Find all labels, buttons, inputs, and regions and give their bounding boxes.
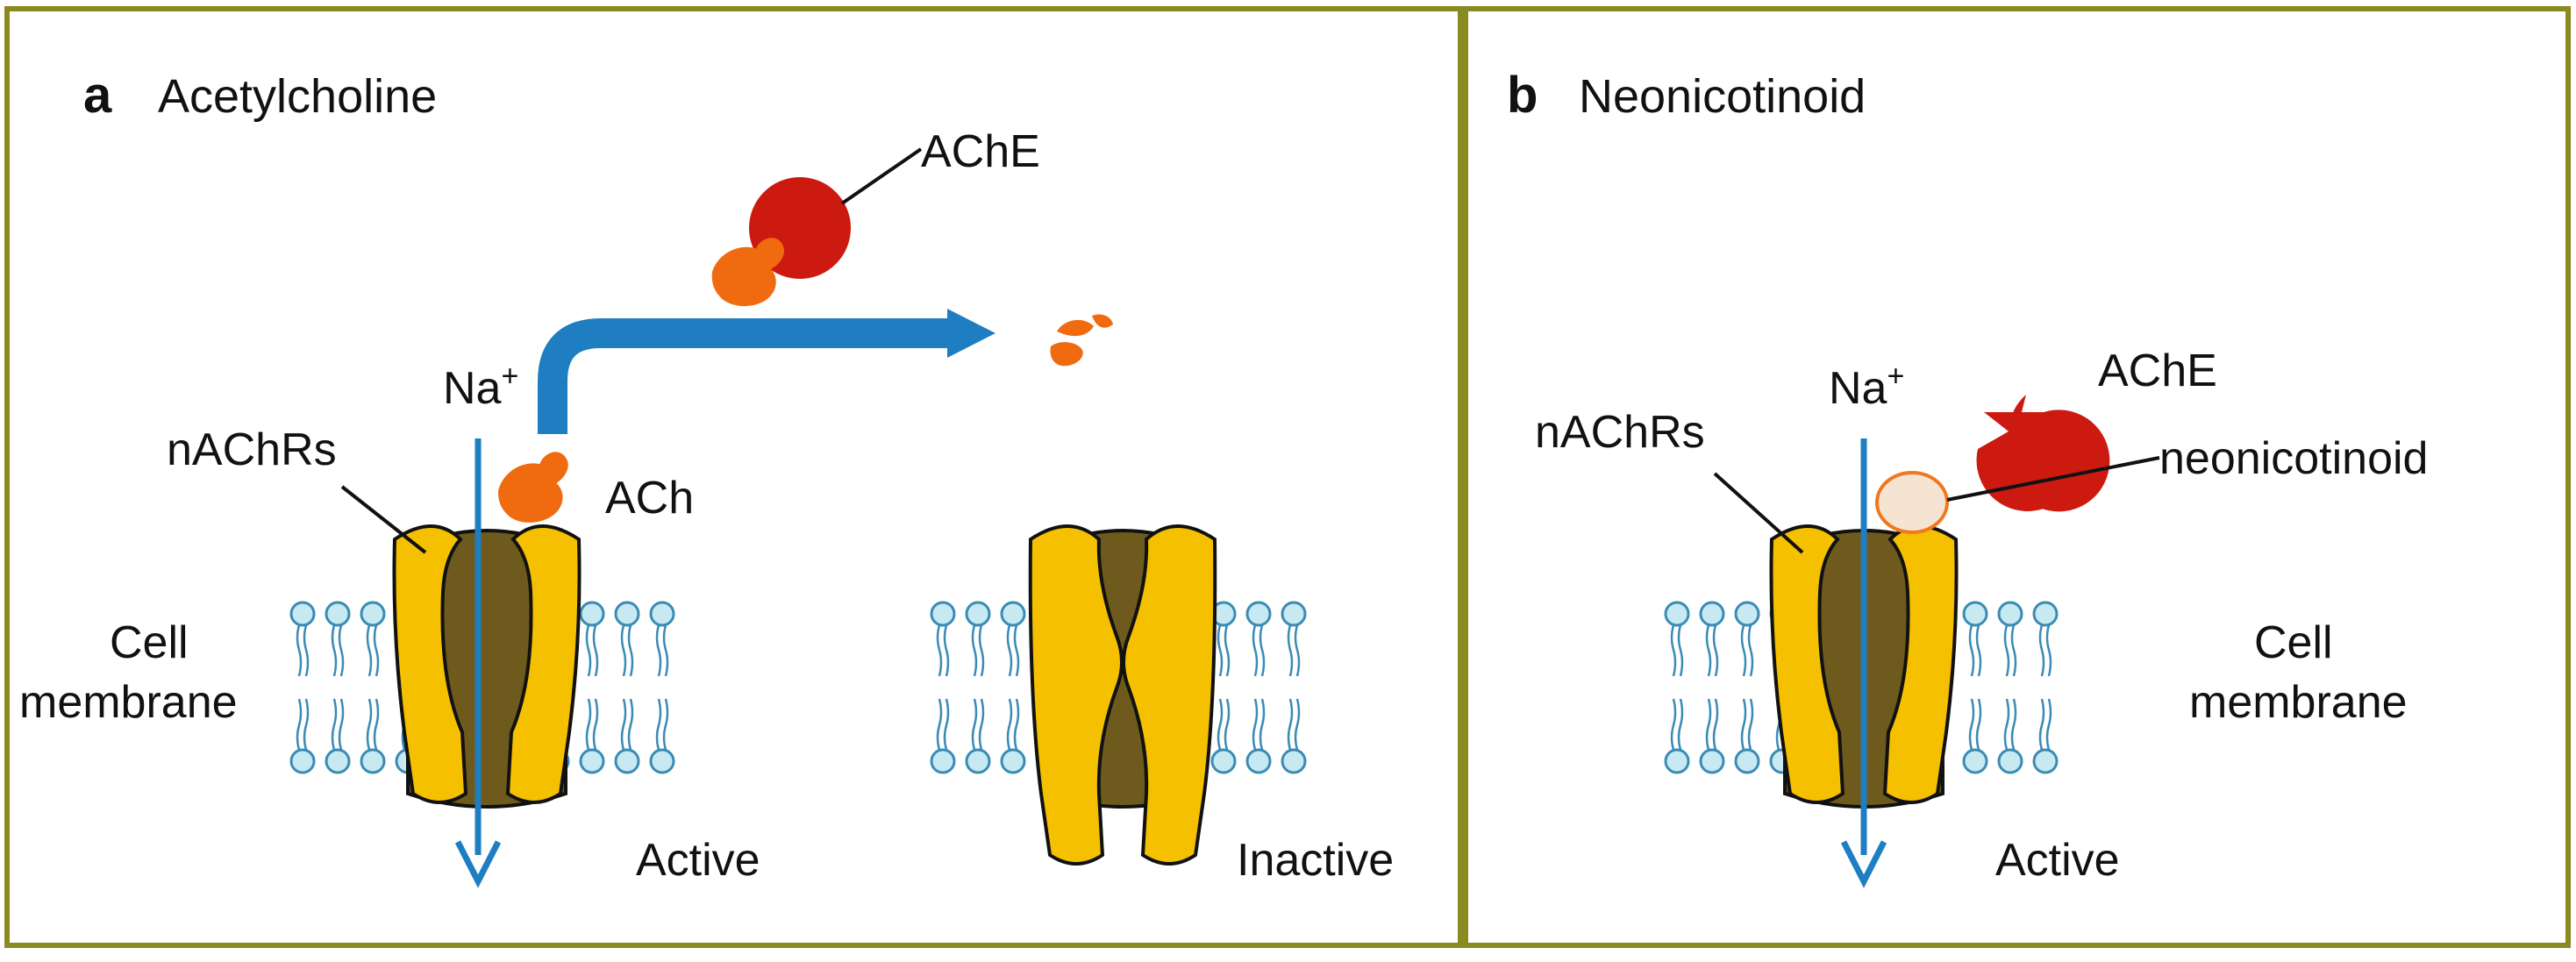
receptor-channel-icon: [1028, 524, 1217, 866]
neonicotinoid-molecule-icon: [1875, 456, 2160, 534]
membrane-label-line2: membrane: [19, 677, 238, 728]
active-label: Active: [1995, 835, 2120, 886]
ache-label: AChE: [2098, 346, 2217, 396]
panel-a-title: Acetylcholine: [158, 70, 437, 123]
membrane-label-line1: Cell: [110, 617, 189, 668]
active-label: Active: [636, 835, 760, 886]
panel-b-frame: [1463, 6, 2571, 948]
receptor-channel-icon: [392, 524, 582, 809]
ach-molecule-icon: [489, 446, 587, 535]
receptor-label: nAChRs: [1535, 407, 1705, 458]
panel-b-title: Neonicotinoid: [1579, 70, 1866, 123]
na-label: Na+: [1829, 360, 1904, 414]
panel-a: a Acetylcholine: [19, 67, 1394, 888]
ach-label: ACh: [605, 473, 694, 524]
panel-a-letter: a: [83, 67, 112, 124]
ach-fragment-icon: [1050, 314, 1113, 367]
ache-label: AChE: [921, 126, 1040, 177]
panel-a-frame: [4, 6, 1463, 948]
receptor-label: nAChRs: [167, 424, 337, 475]
membrane-label-line2: membrane: [2189, 677, 2408, 728]
flow-arrow-icon: [538, 309, 995, 434]
flow-arrow-icon: [454, 438, 502, 888]
panel-b-letter: b: [1507, 67, 1538, 124]
panel-b: b Neonicotinoid AChE n: [1507, 67, 2428, 888]
flow-arrow-icon: [1840, 438, 1887, 888]
membrane-label-line1: Cell: [2254, 617, 2333, 668]
ache-enzyme-icon: [1976, 395, 2110, 512]
na-label: Na+: [443, 360, 518, 414]
inactive-label: Inactive: [1237, 835, 1394, 886]
neonicotinoid-label: neonicotinoid: [2159, 433, 2428, 484]
